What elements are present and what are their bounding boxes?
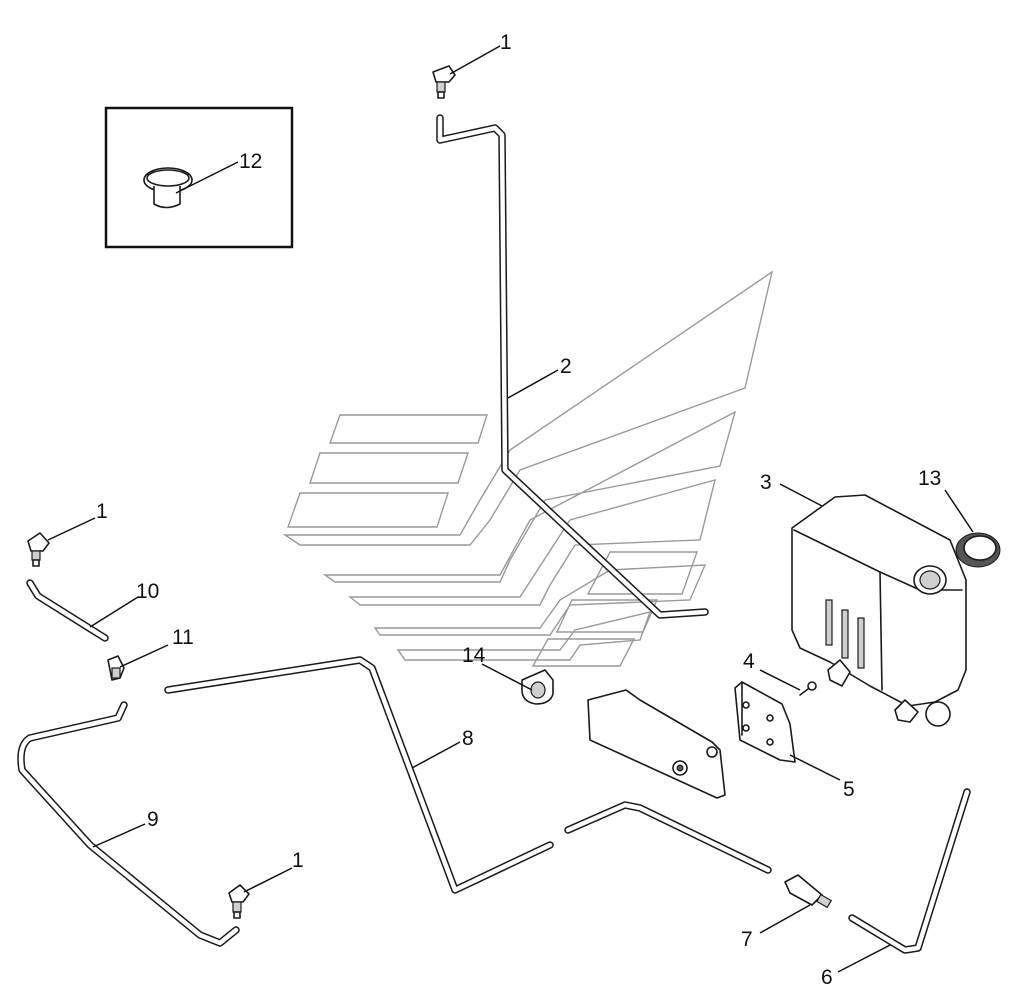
nozzle-1-top (432, 65, 456, 99)
plug-12 (143, 167, 193, 209)
connector-11 (107, 655, 125, 681)
callout-1-bottom: 1 (292, 849, 304, 872)
hose-2 (436, 114, 709, 619)
reservoir-3 (791, 494, 967, 727)
bracket-5 (734, 681, 796, 763)
check-valve-7 (784, 874, 833, 909)
nozzle-1-left (27, 532, 50, 567)
callout-9: 9 (147, 808, 159, 831)
screw-4 (799, 681, 817, 696)
hose-6 (848, 788, 971, 954)
hose-7-segment (564, 801, 772, 874)
callout-5: 5 (843, 778, 855, 801)
callout-1-left: 1 (96, 500, 108, 523)
bracket-plate (587, 689, 726, 799)
inset-box (104, 106, 294, 249)
callout-13: 13 (918, 467, 941, 490)
callout-labels: 1 12 2 3 13 4 5 14 1 10 11 8 9 1 7 6 (96, 31, 941, 989)
nozzle-1-bottom (228, 884, 250, 919)
callout-4: 4 (743, 650, 755, 673)
hose-9 (17, 701, 240, 947)
callout-11: 11 (172, 626, 194, 649)
callout-8: 8 (462, 727, 474, 750)
hose-8 (164, 656, 554, 894)
callout-2: 2 (560, 355, 572, 378)
callout-3: 3 (760, 471, 772, 494)
callout-14: 14 (462, 644, 486, 667)
hose-10 (26, 579, 109, 642)
cap-13 (955, 532, 1001, 568)
callout-10: 10 (136, 580, 159, 603)
callout-1-top: 1 (500, 31, 512, 54)
callout-12: 12 (239, 150, 262, 173)
callout-6: 6 (821, 966, 833, 989)
callout-7: 7 (741, 928, 753, 951)
watermark-logo (282, 270, 774, 667)
leader-lines (47, 45, 974, 973)
